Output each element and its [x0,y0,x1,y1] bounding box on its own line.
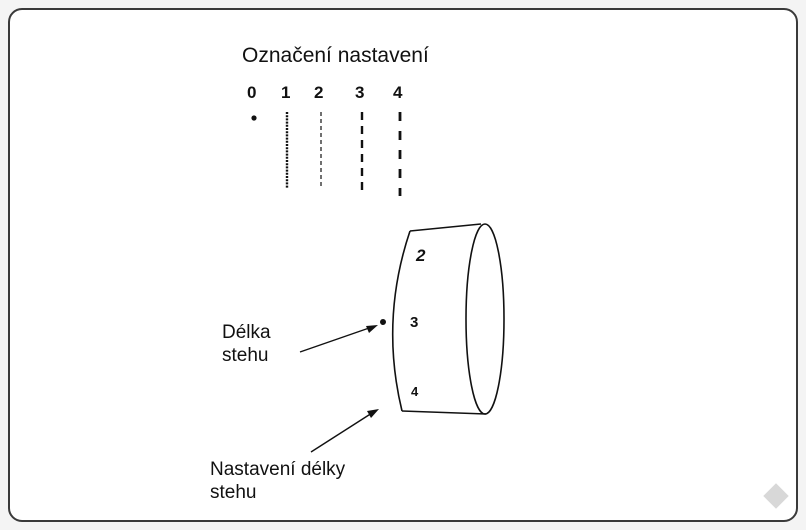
diagram-title: Označení nastavení [242,44,429,67]
setting-mark-1: 1 [281,83,291,102]
stitch-length-label: Délka stehu [222,321,271,367]
stitch-length-dial-label-line-1: Nastavení délky [210,459,346,480]
stitch-length-leader [299,326,373,353]
setting-mark-2: 2 [314,83,324,102]
dial-number-3: 3 [410,314,419,331]
dial-number-4: 4 [411,384,419,399]
stitch-sample-0 [251,115,257,121]
indicator-dot [380,319,386,325]
stitch-length-dial [391,223,505,415]
stitch-length-dial-label: Nastavení délky stehu [210,458,345,504]
stitch-length-label-line-1: Délka [222,322,271,343]
stitch-length-arrowhead [366,325,378,333]
dial-arrowhead [367,409,379,418]
setting-mark-0: 0 [247,83,257,102]
setting-mark-3: 3 [355,83,365,102]
diagram-frame [8,8,798,522]
dial-number-2: 2 [416,246,426,265]
dial-leader [310,412,373,453]
stitch-length-label-line-2: stehu [222,345,269,366]
stitch-length-dial-label-line-2: stehu [210,482,257,503]
setting-mark-4: 4 [393,83,403,102]
